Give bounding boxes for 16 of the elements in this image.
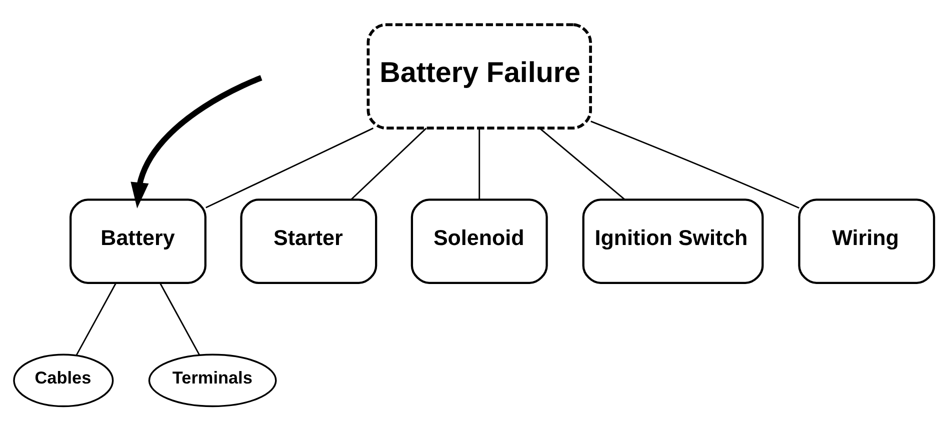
node-box: Wiring [798,198,936,284]
connector [206,127,374,208]
connector [350,127,427,200]
node-box: Battery Failure [366,22,592,129]
connector [478,128,480,199]
node-box: Ignition Switch [582,198,764,284]
node-ellipse: Terminals [148,353,277,407]
connector [76,282,116,356]
arrow [130,74,262,208]
node-box: Starter [240,198,378,284]
connector [160,282,200,355]
connector [539,127,625,200]
connector [590,120,800,208]
node-ellipse: Cables [13,353,114,407]
node-box: Battery [70,198,206,284]
node-box: Solenoid [410,198,548,284]
